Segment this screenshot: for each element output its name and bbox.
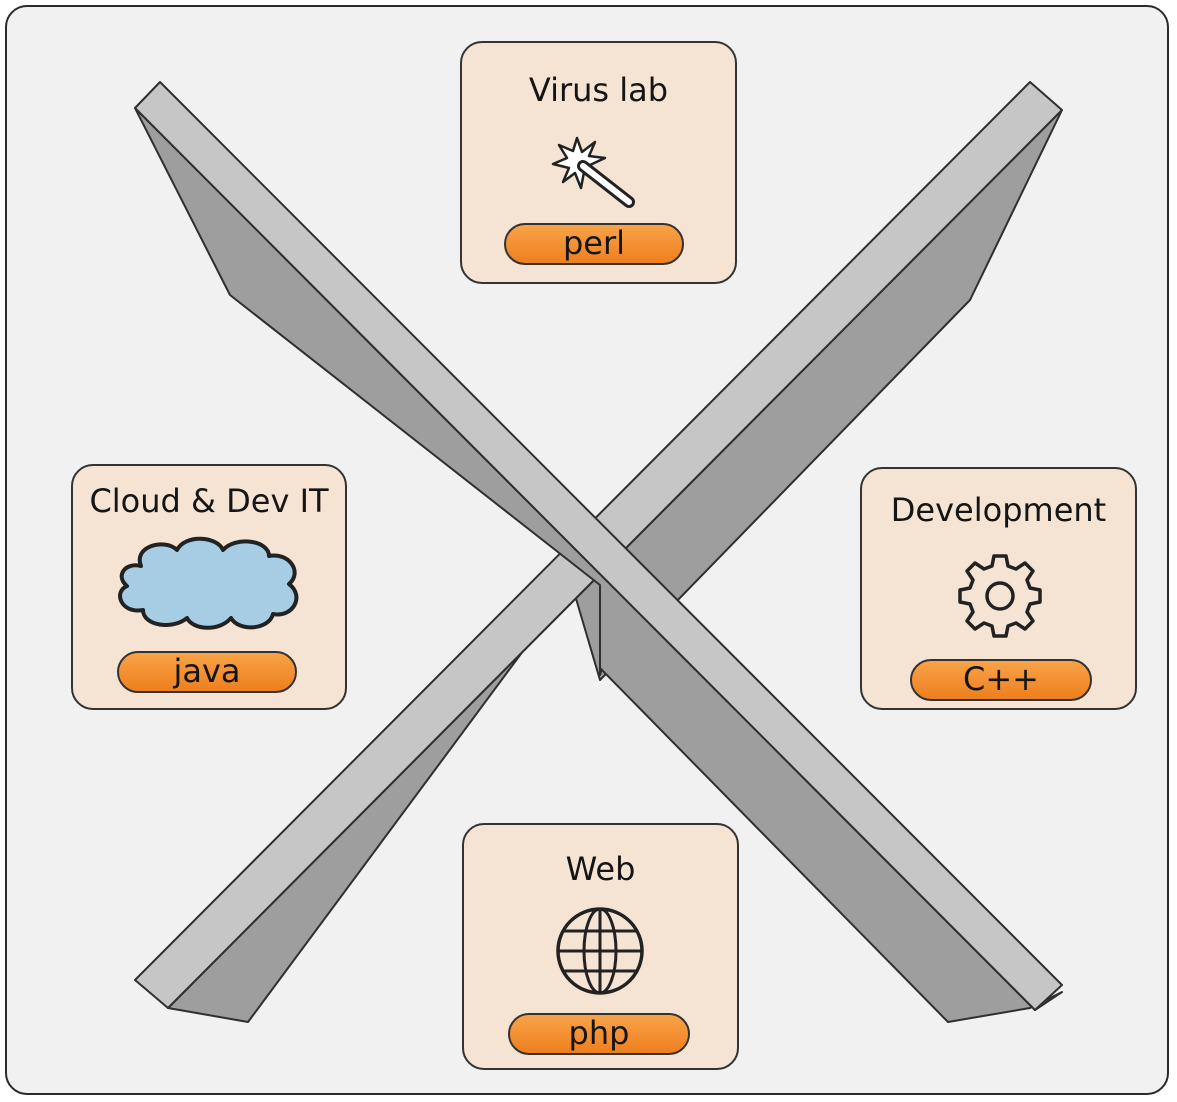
cloud-dev-it-card: Cloud & Dev IT java [71,464,347,710]
web-title: Web [565,850,636,888]
cloud-dev-it-title: Cloud & Dev IT [89,482,329,520]
java-pill: java [117,651,297,693]
cloud-icon [118,536,299,630]
magic-wand-icon [551,136,635,208]
cpp-pill: C++ [910,659,1092,701]
development-title: Development [890,491,1107,529]
wall-a-face [134,107,1063,1023]
web-card: Web php [462,823,739,1070]
development-card: Development C++ [860,467,1137,710]
virus-lab-title: Virus lab [528,71,669,109]
wall-a-top [134,81,1063,1011]
gear-icon [958,554,1042,638]
php-pill: php [508,1013,690,1055]
virus-lab-card: Virus lab perl [460,41,737,284]
globe-icon [556,907,644,995]
perl-pill: perl [504,223,684,265]
